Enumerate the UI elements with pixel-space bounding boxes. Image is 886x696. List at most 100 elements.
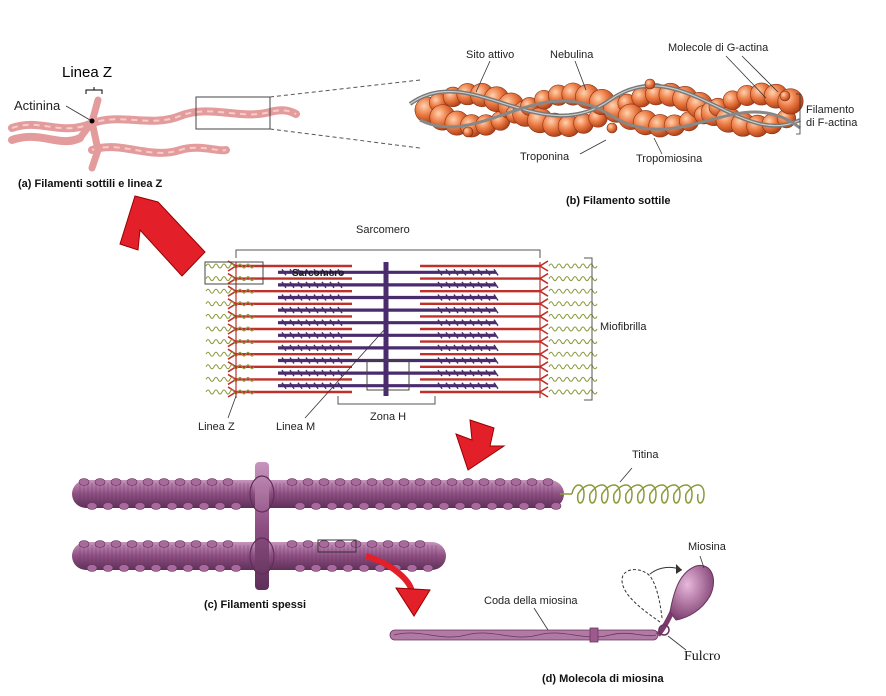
myosin-head — [337, 294, 343, 301]
label-myosin-tail: Coda della miosina — [484, 595, 578, 607]
myosin-head — [86, 502, 98, 510]
myosin-head — [281, 382, 287, 390]
sarcomere-diagram: Sarcomero Miofibrilla Zona H Sarcomero L… — [198, 224, 647, 433]
myosin-head — [190, 478, 202, 486]
myosin-head — [493, 268, 499, 276]
titin-spring — [548, 288, 598, 294]
myosin-head — [289, 331, 295, 339]
myosin-head — [329, 344, 335, 352]
myosin-head — [477, 357, 483, 364]
panel-b-thin-filament: Sito attivo Nebulina Molecole di G-actin… — [408, 42, 858, 207]
myosin-head — [445, 369, 451, 377]
myosin-head — [313, 382, 319, 390]
myosin-head — [461, 294, 467, 301]
myosin-head — [350, 478, 362, 486]
myosin-head — [534, 502, 546, 510]
myosin-head — [297, 319, 303, 327]
myosin-head — [337, 281, 343, 289]
myosin-head — [289, 268, 295, 276]
myosin-head — [302, 478, 314, 486]
arrow-to-panel-c — [455, 419, 506, 471]
myosin-head — [453, 268, 459, 276]
myosin-head — [337, 382, 343, 390]
arrow-to-panel-a — [119, 195, 206, 277]
myosin-head — [485, 357, 491, 364]
myosin-head — [297, 281, 303, 289]
z-line-mark — [538, 285, 549, 297]
titin-spring — [548, 276, 598, 282]
myosin-head — [493, 319, 499, 327]
myosin-head — [86, 564, 98, 572]
myosin-head — [230, 564, 242, 572]
label-sarcomere-overlap: Sarcomero — [292, 268, 344, 279]
myosin-head — [305, 268, 311, 276]
myosin-head — [281, 306, 287, 314]
myosin-head — [190, 540, 202, 548]
titin-spring — [205, 351, 255, 357]
myosin-head — [337, 268, 343, 276]
myosin-head — [281, 344, 287, 352]
myosin-head — [305, 306, 311, 314]
myosin-head — [297, 294, 303, 301]
z-line-mark — [538, 310, 549, 323]
myosin-head — [329, 294, 335, 301]
z-line-mark — [227, 361, 238, 373]
label-line-m: Linea M — [276, 421, 315, 433]
myosin-head — [437, 319, 443, 327]
myosin-head — [477, 294, 483, 301]
myosin-head — [445, 382, 451, 390]
myosin-head — [469, 331, 475, 339]
myosin-head — [281, 294, 287, 301]
myosin-head — [438, 502, 450, 510]
myosin-head — [321, 294, 327, 301]
myosin-head — [310, 502, 322, 510]
z-line-mark — [538, 386, 549, 398]
myosin-head — [313, 319, 319, 327]
myosin-head — [166, 564, 178, 572]
caption-d: (d) Molecola di miosina — [542, 673, 665, 685]
myosin-head — [358, 502, 370, 510]
myosin-head — [222, 540, 234, 548]
z-line-mark — [538, 298, 549, 310]
myosin-head — [150, 564, 162, 572]
myosin-head — [118, 502, 130, 510]
myosin-head — [302, 540, 314, 548]
titin-spring — [548, 364, 598, 370]
titin-spring — [205, 263, 255, 269]
myosin-head — [453, 319, 459, 327]
myosin-head — [469, 281, 475, 289]
myosin-head — [214, 502, 226, 510]
myosin-head — [494, 478, 506, 486]
myosin-head — [321, 369, 327, 377]
panel-d-myosin-molecule: Miosina Coda della miosina Fulcro (d) Mo… — [389, 541, 727, 685]
myosin-head — [337, 344, 343, 352]
myosin-head — [366, 540, 378, 548]
myosin-head — [110, 478, 122, 486]
label-g-actin: Molecole di G-actina — [668, 42, 769, 54]
myosin-head — [461, 331, 467, 339]
myosin-head — [318, 540, 330, 548]
caption-c: (c) Filamenti spessi — [204, 599, 306, 611]
myosin-head — [297, 344, 303, 352]
myosin-head — [342, 502, 354, 510]
myosin-head — [289, 369, 295, 377]
myosin-head — [493, 306, 499, 314]
myosin-head — [313, 294, 319, 301]
label-f-actin-2: di F-actina — [806, 117, 858, 129]
myosin-head — [102, 502, 114, 510]
myosin-head — [445, 306, 451, 314]
myosin-head — [477, 281, 483, 289]
z-line-mark — [227, 373, 238, 386]
myosin-head — [342, 564, 354, 572]
z-line-mark — [538, 373, 549, 386]
myosin-head — [281, 281, 287, 289]
myosin-head — [398, 478, 410, 486]
myosin-head — [289, 357, 295, 364]
z-line-mark — [227, 386, 238, 398]
titin-spring — [205, 326, 255, 332]
label-actinin: Actinina — [14, 98, 61, 113]
z-line-mark — [538, 272, 549, 285]
myosin-head — [437, 344, 443, 352]
myosin-head — [313, 344, 319, 352]
